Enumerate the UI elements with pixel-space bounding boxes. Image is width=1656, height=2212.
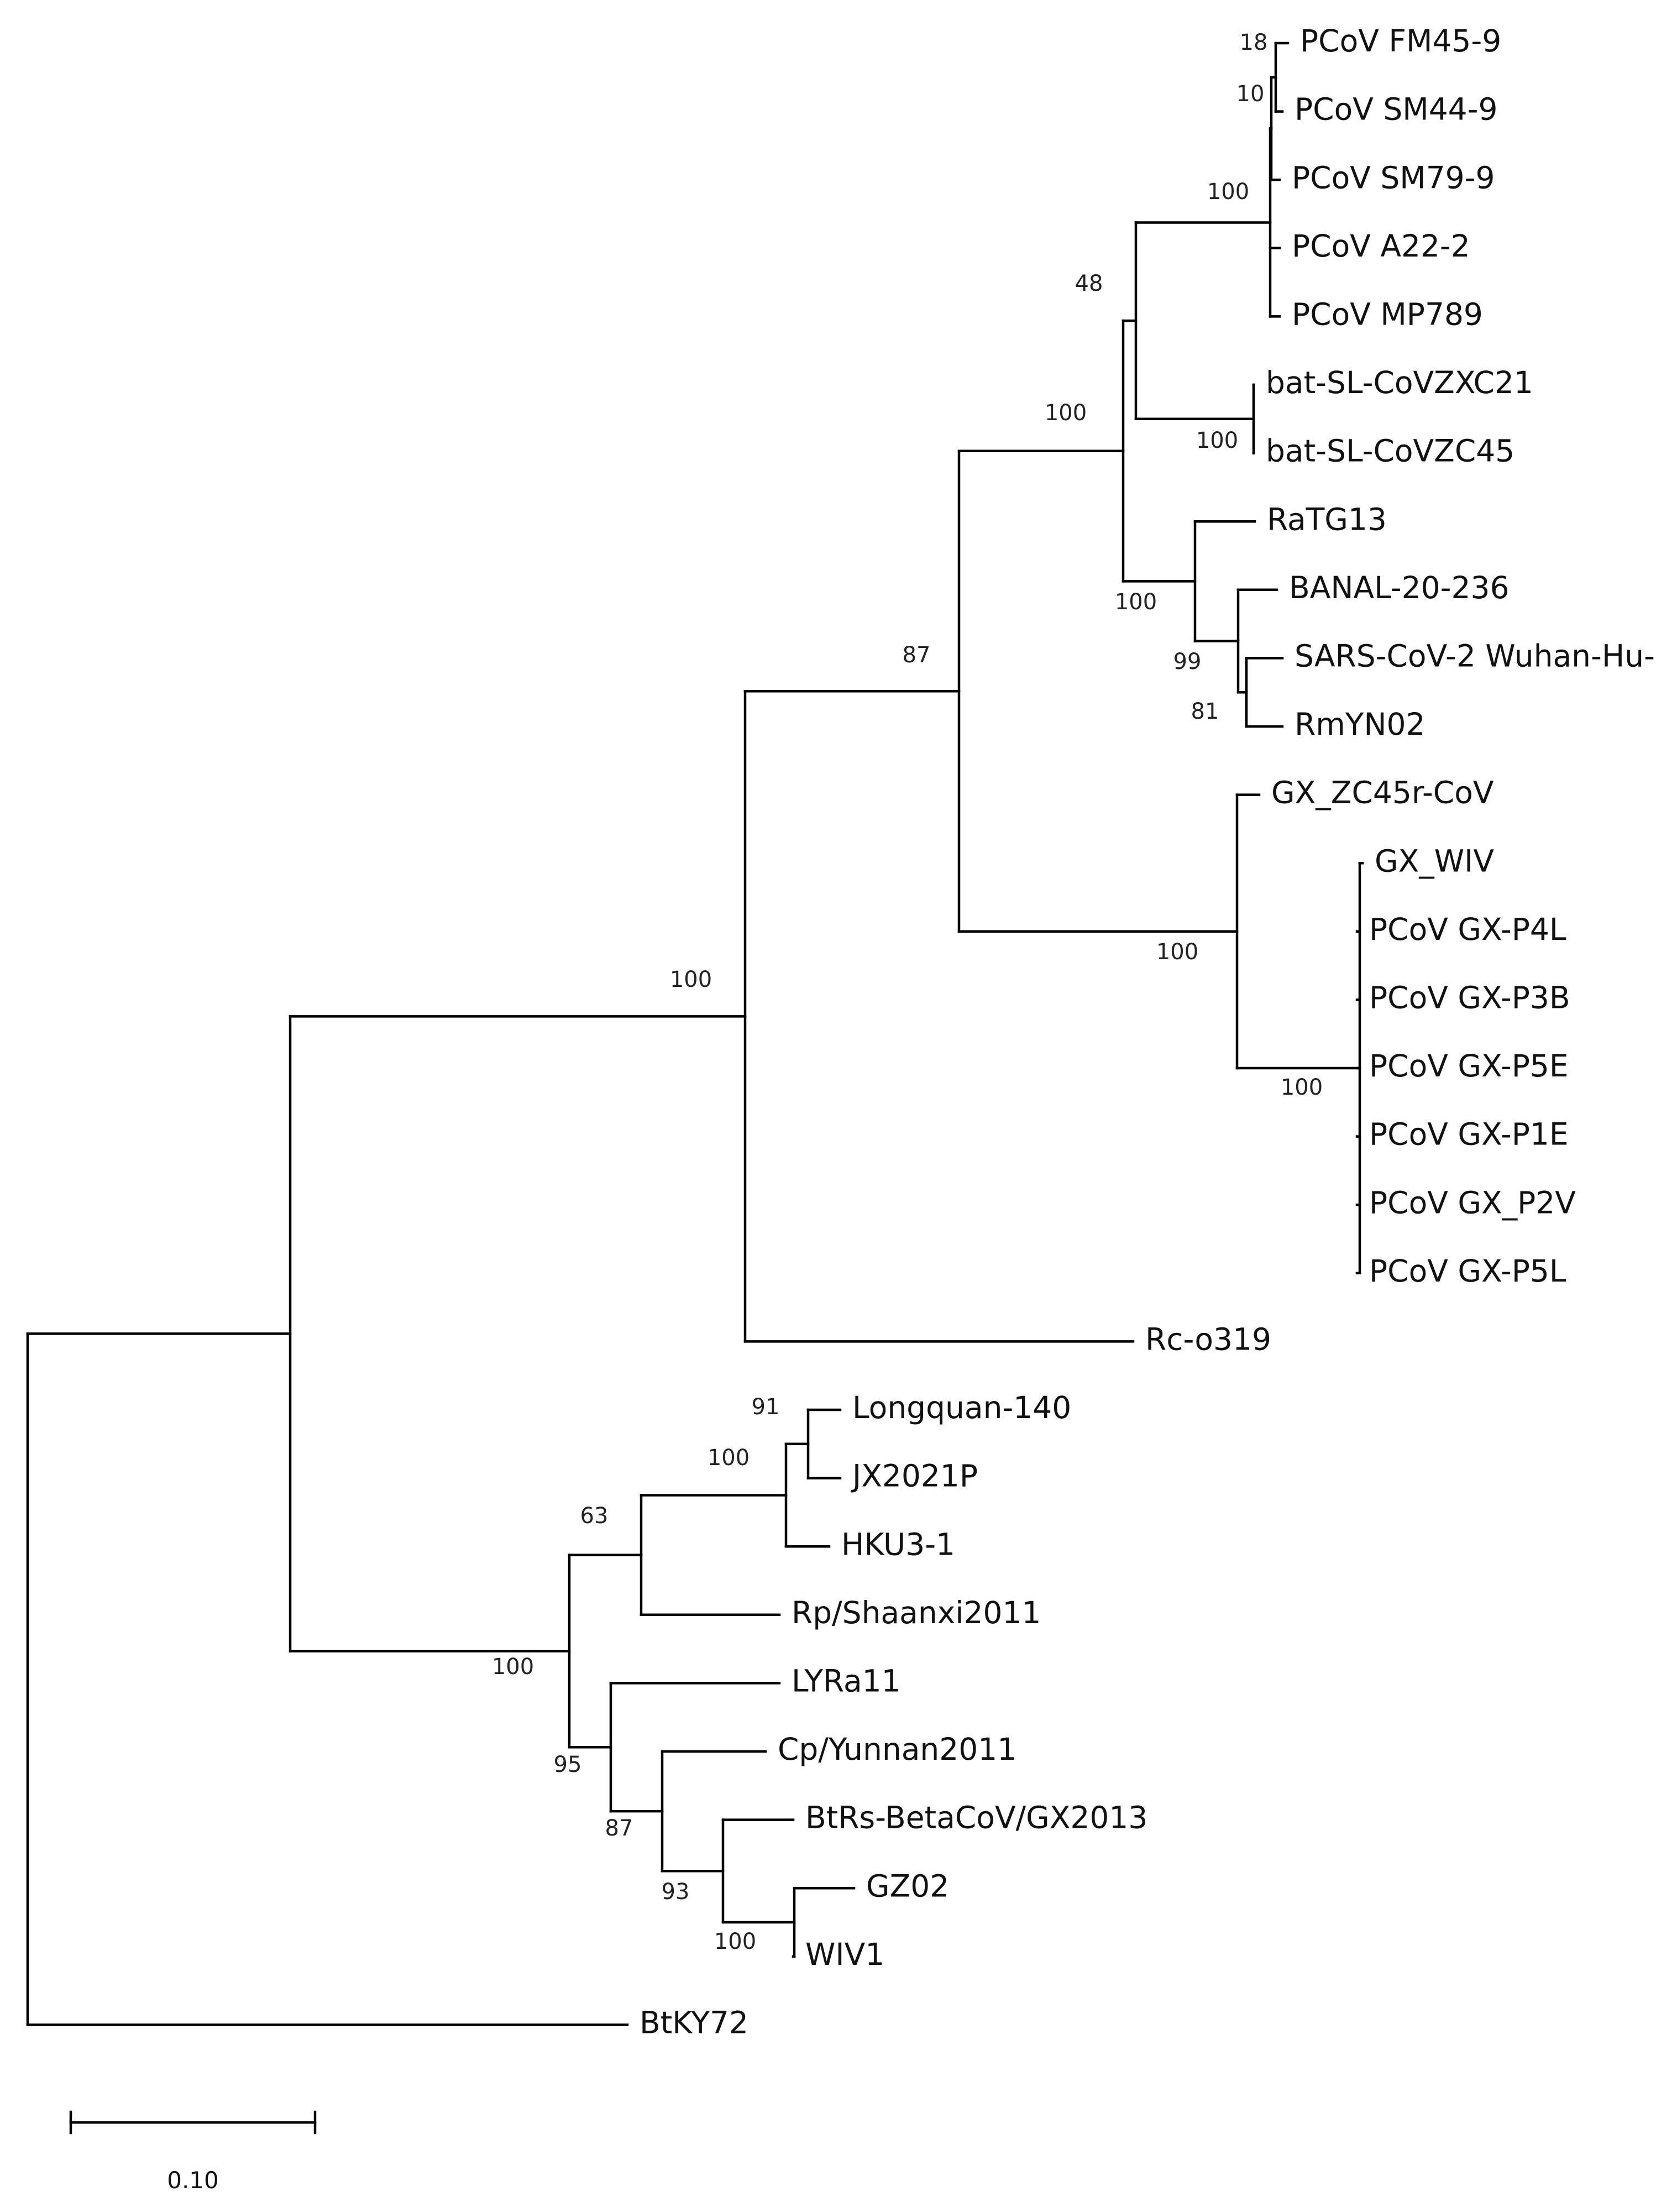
bootstrap-value: 87 [903,642,931,668]
bootstrap-value: 100 [1045,400,1087,426]
leaf-label: BANAL-20-236 [1289,570,1509,605]
leaf-label: WIV1 [805,1937,884,1972]
leaf-label: RmYN02 [1295,707,1426,742]
leaf-label: GZ02 [866,1868,949,1904]
leaf-label: bat-SL-CoVZXC21 [1266,365,1533,400]
bootstrap-value: 100 [708,1445,750,1471]
tree-branches [26,41,1364,2026]
bootstrap-value: 100 [1207,179,1249,205]
leaf-label: PCoV GX-P5L [1369,1253,1566,1289]
bootstrap-value: 91 [752,1394,780,1420]
bootstrap-value: 10 [1236,81,1265,107]
leaf-label: PCoV MP789 [1292,297,1483,332]
bootstrap-value: 99 [1173,649,1202,674]
bootstrap-value: 100 [670,967,712,992]
bootstrap-value: 100 [1156,939,1198,965]
leaf-label: PCoV GX-P1E [1369,1117,1569,1152]
leaf-label: PCoV A22-2 [1292,228,1470,264]
bootstrap-value: 87 [605,1816,633,1841]
bootstrap-value: 18 [1240,30,1268,55]
leaf-label: PCoV SM79-9 [1292,160,1495,195]
scale-bar-label: 0.10 [167,2167,219,2194]
bootstrap-value: 93 [662,1879,690,1905]
leaf-label: bat-SL-CoVZC45 [1266,433,1514,469]
bootstrap-value: 100 [1281,1075,1323,1100]
bootstrap-value: 100 [1115,589,1157,615]
leaf-label: JX2021P [851,1458,978,1494]
leaf-label: GX_ZC45r-CoV [1271,775,1494,810]
leaf-label: PCoV GX-P3B [1369,980,1570,1016]
leaf-label: PCoV GX-P5E [1369,1048,1569,1084]
leaf-label: Rp/Shaanxi2011 [792,1595,1041,1630]
leaf-label: PCoV SM44-9 [1295,92,1498,127]
leaf-label: Cp/Yunnan2011 [778,1732,1016,1767]
leaf-label: PCoV FM45-9 [1300,23,1501,59]
bootstrap-value: 100 [714,1929,756,1954]
leaf-label: BtRs-BetaCoV/GX2013 [805,1800,1147,1836]
leaf-label: LYRa11 [792,1664,901,1699]
leaf-label: Longquan-140 [852,1390,1071,1425]
bootstrap-values: 1810100100488199100100100100871009110063… [492,30,1323,1954]
leaf-label: Rc-o319 [1145,1322,1271,1357]
leaf-label: BtKY72 [640,2005,748,2041]
bootstrap-value: 95 [554,1752,582,1777]
leaf-label: SARS-CoV-2 Wuhan-Hu-1 [1295,639,1656,674]
leaf-label: RaTG13 [1267,501,1387,537]
leaf-label: PCoV GX-P4L [1369,912,1566,947]
leaf-label: HKU3-1 [841,1526,955,1562]
bootstrap-value: 63 [580,1503,609,1529]
bootstrap-value: 100 [1196,428,1238,453]
bootstrap-value: 81 [1191,699,1219,724]
leaf-label: GX_WIV [1375,843,1494,878]
bootstrap-value: 100 [492,1654,534,1680]
bootstrap-value: 48 [1075,271,1103,296]
leaf-label: PCoV GX_P2V [1369,1185,1576,1220]
scale-bar: 0.10 [69,2110,317,2194]
